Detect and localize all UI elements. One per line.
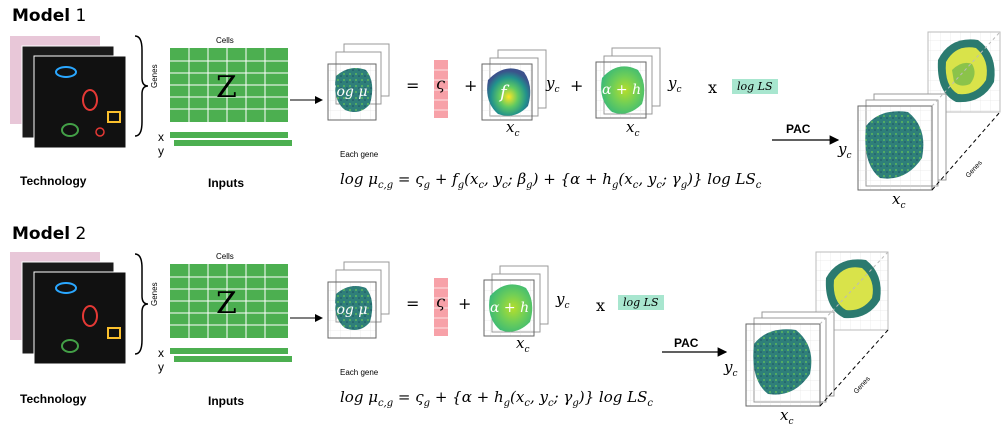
equation-model2: log μc,g = ςg + {α + hg(xc, yc; γg)} log… <box>340 388 653 409</box>
log-mu-text-2: log μ <box>332 302 368 318</box>
times-1: x <box>708 78 718 97</box>
input-matrix-2 <box>170 264 292 362</box>
y-label-2: y <box>158 360 164 374</box>
x-label-2: x <box>158 346 164 360</box>
varsigma-vector-1 <box>434 60 448 118</box>
alpha-h-stack-1 <box>595 47 661 119</box>
matrix-letter-2: Z <box>216 286 237 321</box>
yc-label-1b: yc <box>668 74 682 95</box>
x-label-1: x <box>158 130 164 144</box>
matrix-letter-1: Z <box>216 70 237 105</box>
times-2: x <box>596 296 606 315</box>
each-gene-label-1: Each gene <box>340 150 379 159</box>
yc-output-1: yc <box>838 140 852 161</box>
log-mu-text-1: log μ <box>332 84 368 100</box>
xc-label-1b: xc <box>626 118 640 139</box>
log-ls-badge-2: log LS <box>618 295 664 310</box>
technology-image-1 <box>10 36 127 149</box>
brace-1 <box>134 35 149 137</box>
cells-label-2: Cells <box>216 252 234 261</box>
technology-label-1: Technology <box>20 174 87 188</box>
cells-label-1: Cells <box>216 36 234 45</box>
model2-title-word: Model <box>12 224 71 244</box>
plus-1a: + <box>464 76 478 95</box>
alpha-h-text-1: α + h <box>602 82 642 98</box>
xc-output-1: xc <box>892 190 906 211</box>
yc-label-1a: yc <box>546 74 560 95</box>
xc-output-2: xc <box>780 406 794 427</box>
yc-output-2: yc <box>724 358 738 379</box>
log-mu-stack-2 <box>327 261 390 339</box>
inputs-label-2: Inputs <box>208 394 244 408</box>
brace-2 <box>134 253 149 355</box>
technology-label-2: Technology <box>20 392 87 406</box>
model1-title-word: Model <box>12 6 71 26</box>
alpha-h-stack-2 <box>483 265 549 337</box>
y-label-1: y <box>158 144 164 158</box>
output-cube-2 <box>745 251 889 407</box>
plus-1b: + <box>570 76 584 95</box>
log-mu-stack-1 <box>327 43 390 121</box>
xc-label-1a: xc <box>506 118 520 139</box>
each-gene-label-2: Each gene <box>340 368 379 377</box>
pac-label-2: PAC <box>674 336 699 350</box>
equals-2: = <box>406 294 420 313</box>
f-text-1: f <box>500 82 507 103</box>
equals-1: = <box>406 76 420 95</box>
inputs-label-1: Inputs <box>208 176 244 190</box>
model2-title-number: 2 <box>75 224 87 244</box>
xc-label-2: xc <box>516 334 530 355</box>
plus-2: + <box>458 294 472 313</box>
yc-label-2: yc <box>556 290 570 311</box>
output-cube-1 <box>857 31 1001 191</box>
model1-title: Model 1 <box>12 6 86 26</box>
input-matrix-1 <box>170 48 292 146</box>
alpha-h-text-2: α + h <box>490 300 530 316</box>
equation-model1: log μc,g = ςg + fg(xc, yc; βg) + {α + hg… <box>340 170 762 191</box>
genes-label-1: Genes <box>150 64 159 88</box>
log-ls-badge-1: log LS <box>732 79 778 94</box>
genes-label-2: Genes <box>150 282 159 306</box>
f-stack-1 <box>481 49 547 121</box>
model1-title-number: 1 <box>75 6 87 26</box>
pac-label-1: PAC <box>786 122 811 136</box>
varsigma-vector-2 <box>434 278 448 336</box>
varsigma-text-2: ς <box>436 292 445 311</box>
technology-image-2 <box>10 252 127 365</box>
varsigma-text-1: ς <box>436 74 445 93</box>
model2-title: Model 2 <box>12 224 86 244</box>
